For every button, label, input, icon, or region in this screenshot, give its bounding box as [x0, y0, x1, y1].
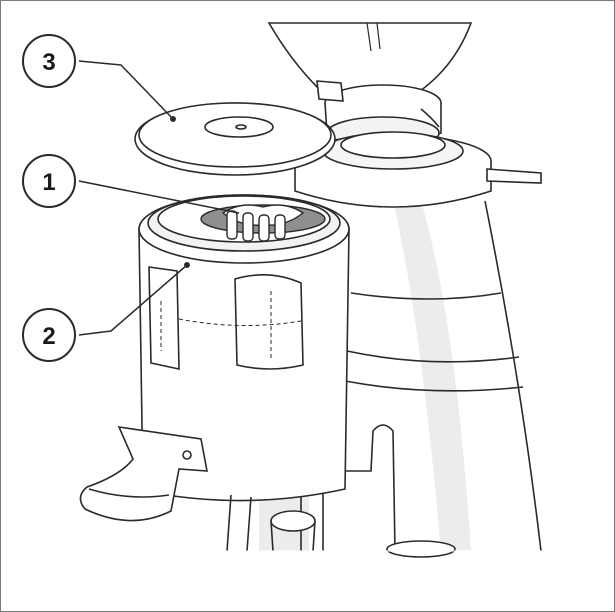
grinder-base	[226, 494, 456, 558]
chamber-lid	[134, 102, 336, 176]
callout-3: 3	[22, 34, 76, 88]
callout-3-label: 3	[42, 49, 55, 76]
dosing-lever	[79, 425, 208, 522]
callout-2-label: 2	[42, 323, 55, 350]
callout-2: 2	[22, 308, 76, 362]
leader-lines	[78, 60, 240, 336]
grinder-body	[300, 200, 542, 552]
callout-1: 1	[22, 154, 76, 208]
callout-1-label: 1	[42, 169, 55, 196]
